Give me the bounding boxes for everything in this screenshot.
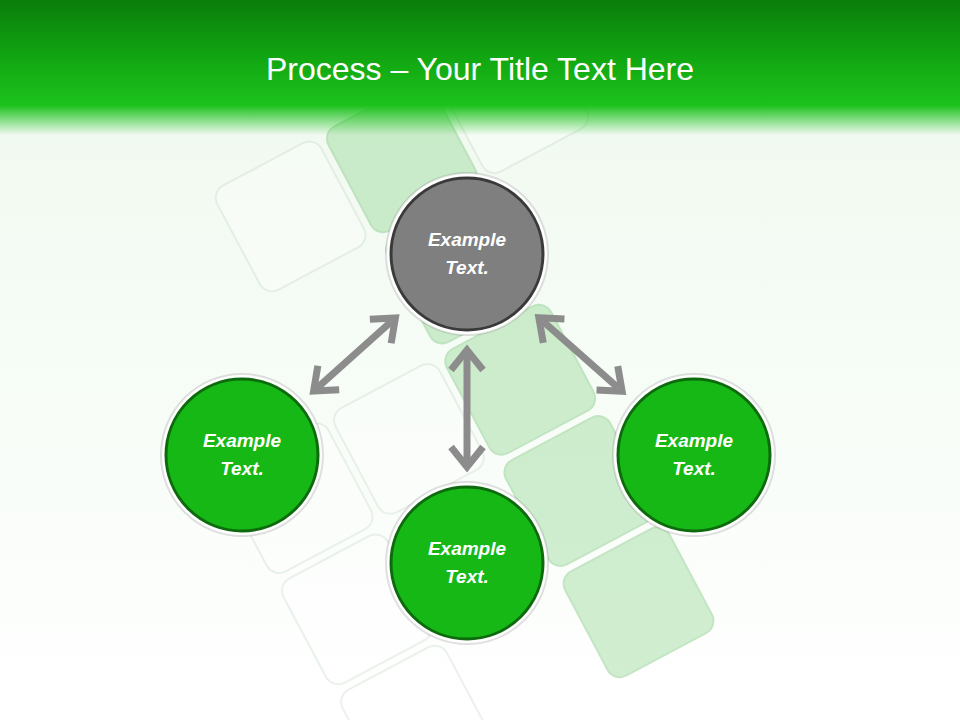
gray-circle: Example Text. — [389, 176, 545, 332]
green-circle: Example Text. — [164, 377, 320, 533]
circle-outline — [389, 176, 545, 332]
green-circle: Example Text. — [389, 485, 545, 641]
node-label: Example Text. — [419, 226, 515, 283]
node-label: Example Text. — [194, 427, 290, 484]
double-arrow — [451, 350, 483, 467]
node-label: Example Text. — [646, 427, 742, 484]
circle-outline — [616, 377, 772, 533]
circle-outline — [389, 485, 545, 641]
double-arrow — [539, 318, 622, 392]
slide-title: Process – Your Title Text Here — [0, 50, 960, 88]
node-label: Example Text. — [419, 535, 515, 592]
circle-outline — [164, 377, 320, 533]
double-arrow — [314, 318, 396, 391]
green-circle: Example Text. — [616, 377, 772, 533]
